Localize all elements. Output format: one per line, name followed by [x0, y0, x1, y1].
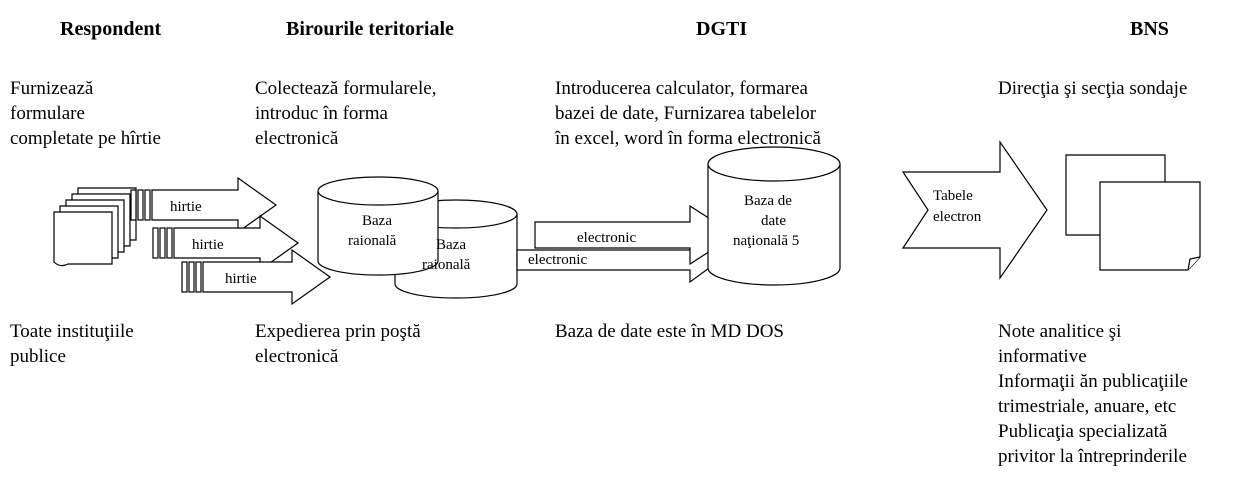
label-baza-nationala-line3: naţională 5 — [733, 233, 799, 249]
dgti-note: Baza de date este în MD DOS — [555, 321, 784, 342]
arrow-hirtie-3 — [181, 248, 332, 306]
label-baza-raionala-2-line2: raională — [422, 257, 471, 273]
label-baza-nationala-line1: Baza de — [744, 193, 792, 209]
label-tabele-line1: Tabele — [933, 188, 973, 204]
label-hirtie-3: hirtie — [225, 271, 257, 287]
label-electronic-2: electronic — [528, 252, 587, 268]
label-baza-raionala-1-line2: raională — [348, 233, 397, 249]
bns-description: Direcţia şi secţia sondaje — [998, 78, 1188, 99]
header-birourile-teritoriale: Birourile teritoriale — [286, 18, 454, 40]
respondent-description: Furnizează formulare completate pe hîrti… — [10, 78, 161, 149]
arrow-hirtie-2 — [152, 214, 300, 272]
paper-forms-icon — [53, 187, 137, 267]
database-raionala-1-icon — [317, 176, 439, 276]
birouri-description: Colectează formularele, introduc în form… — [255, 78, 437, 149]
header-dgti: DGTI — [696, 18, 748, 40]
header-respondent: Respondent — [60, 18, 162, 40]
database-nationala-icon — [707, 146, 841, 286]
label-hirtie-1: hirtie — [170, 199, 202, 215]
header-bns: BNS — [1130, 18, 1169, 40]
dgti-description: Introducerea calculator, formarea bazei … — [555, 78, 821, 149]
birouri-note: Expedierea prin poştă electronică — [255, 321, 421, 367]
label-baza-raionala-2-line1: Baza — [436, 237, 466, 253]
arrow-hirtie-1 — [130, 176, 278, 234]
label-baza-nationala-line2: date — [761, 213, 786, 229]
label-hirtie-2: hirtie — [192, 237, 224, 253]
documents-icon — [1065, 154, 1201, 271]
respondent-note: Toate instituţiile publice — [10, 321, 134, 367]
label-baza-raionala-1-line1: Baza — [362, 213, 392, 229]
arrow-tabele-electron — [901, 140, 1048, 280]
label-electronic-1: electronic — [577, 230, 636, 246]
label-tabele-line2: electron — [933, 209, 982, 225]
bns-note: Note analitice şi informative Informaţii… — [998, 321, 1188, 467]
